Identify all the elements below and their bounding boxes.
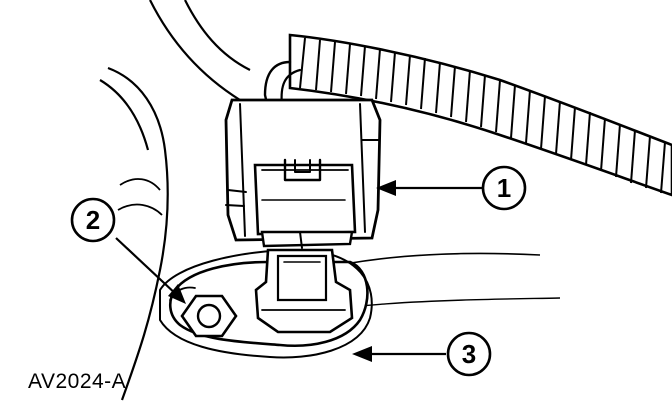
callout-1: 1 bbox=[481, 165, 527, 211]
mounting-bolt bbox=[169, 286, 238, 338]
callout-3: 3 bbox=[446, 331, 492, 377]
callout-1-label: 1 bbox=[497, 173, 511, 203]
electrical-connector bbox=[224, 98, 382, 249]
leader-lines bbox=[115, 180, 482, 362]
wiring-harness bbox=[263, 33, 672, 197]
figure-id: AV2024-A bbox=[28, 370, 127, 393]
callout-2: 2 bbox=[70, 197, 116, 243]
callout-2-label: 2 bbox=[86, 205, 100, 235]
callout-3-label: 3 bbox=[462, 339, 476, 369]
